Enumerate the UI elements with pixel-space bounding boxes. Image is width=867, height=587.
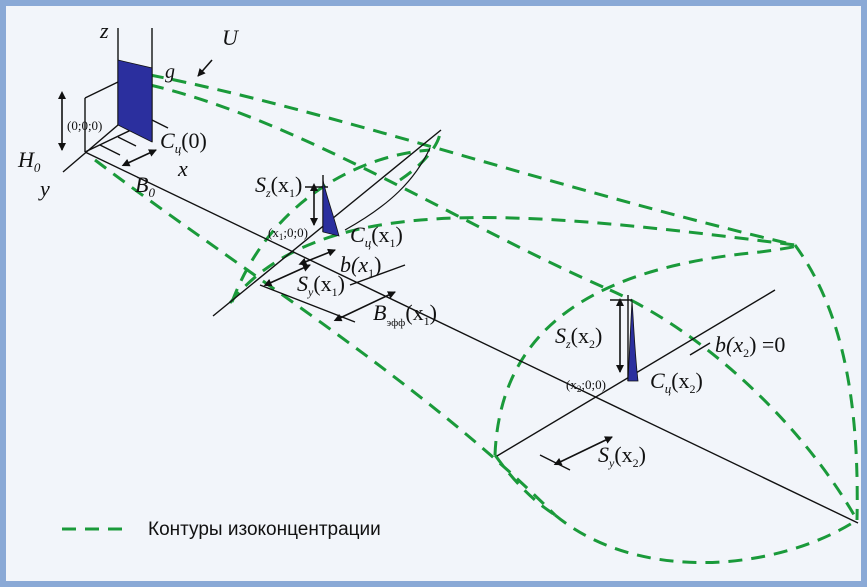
- label-C0: Cц(0): [160, 128, 207, 156]
- source-plane-width-tick2: [99, 144, 121, 156]
- section1-tail-curve: [344, 147, 431, 231]
- contour-far-inner: [609, 288, 859, 521]
- label-Sy2: Sy(x2): [598, 442, 646, 470]
- label-pt2: (x2;0;0): [566, 377, 606, 394]
- label-C2: Cц(x2): [650, 368, 703, 396]
- contour-far-right: [793, 244, 859, 521]
- contour-mid-ellipse-right: [399, 131, 442, 182]
- contour-far-ellipse-top: [493, 243, 798, 456]
- label-C1: Cц(x1): [350, 222, 403, 250]
- section2-profile: [627, 299, 639, 382]
- isoconcentration-contours: [94, 73, 859, 565]
- label-H0: H0: [17, 147, 41, 175]
- legend: Контуры изоконцентрации: [62, 519, 381, 540]
- b1-arrow: [298, 248, 336, 266]
- legend-label: Контуры изоконцентрации: [148, 519, 381, 540]
- axes: [62, 28, 859, 524]
- labels: z g U H0 y x B0 (0;0;0) Cц(0) Sz(x1) (x1…: [17, 18, 785, 470]
- section1-beff-tick: [349, 264, 406, 286]
- x-axis: [84, 151, 859, 524]
- label-y: y: [38, 176, 50, 201]
- label-x: x: [177, 156, 188, 181]
- Sy1-arrow: [263, 264, 311, 287]
- label-pt1: (x1;0;0): [268, 225, 308, 242]
- section2-sy-tick: [539, 454, 571, 471]
- section1-profile: [322, 179, 340, 237]
- label-Sz1: Sz(x1): [255, 172, 302, 200]
- contour-far-left: [493, 454, 556, 517]
- label-Beff: Bэфф(x1): [373, 300, 437, 329]
- contour-lower-outer: [94, 158, 557, 517]
- source-plane-right-foot: [151, 119, 169, 129]
- B0-arrow: [121, 149, 157, 167]
- concentration-profiles: [117, 59, 639, 382]
- label-U: U: [222, 25, 240, 50]
- contour-mid-ellipse-top: [230, 148, 431, 303]
- label-z: z: [99, 18, 109, 43]
- label-Sy1: Sy(x1): [297, 271, 345, 299]
- section2-b-leader: [689, 342, 711, 356]
- wind-arrow: [197, 59, 213, 77]
- contour-far-bottom: [554, 513, 858, 565]
- source-plane-width-tick1: [117, 136, 137, 147]
- label-b2: b(x2) =0: [715, 332, 785, 360]
- label-B0: B0: [135, 172, 155, 200]
- Beff-arrow: [333, 291, 396, 322]
- label-b1: b(x1): [340, 252, 381, 280]
- dimension-arrows: [58, 59, 624, 466]
- y-axis: [62, 124, 119, 173]
- source-profile: [117, 59, 153, 143]
- label-Sz2: Sz(x2): [555, 323, 602, 351]
- source-plane-top: [84, 81, 119, 99]
- contour-upper-outer: [149, 73, 796, 247]
- Sy2-arrow: [553, 436, 613, 466]
- label-origin: (0;0;0): [67, 118, 102, 133]
- contour-mid-loop: [228, 216, 796, 304]
- label-g: g: [165, 61, 175, 83]
